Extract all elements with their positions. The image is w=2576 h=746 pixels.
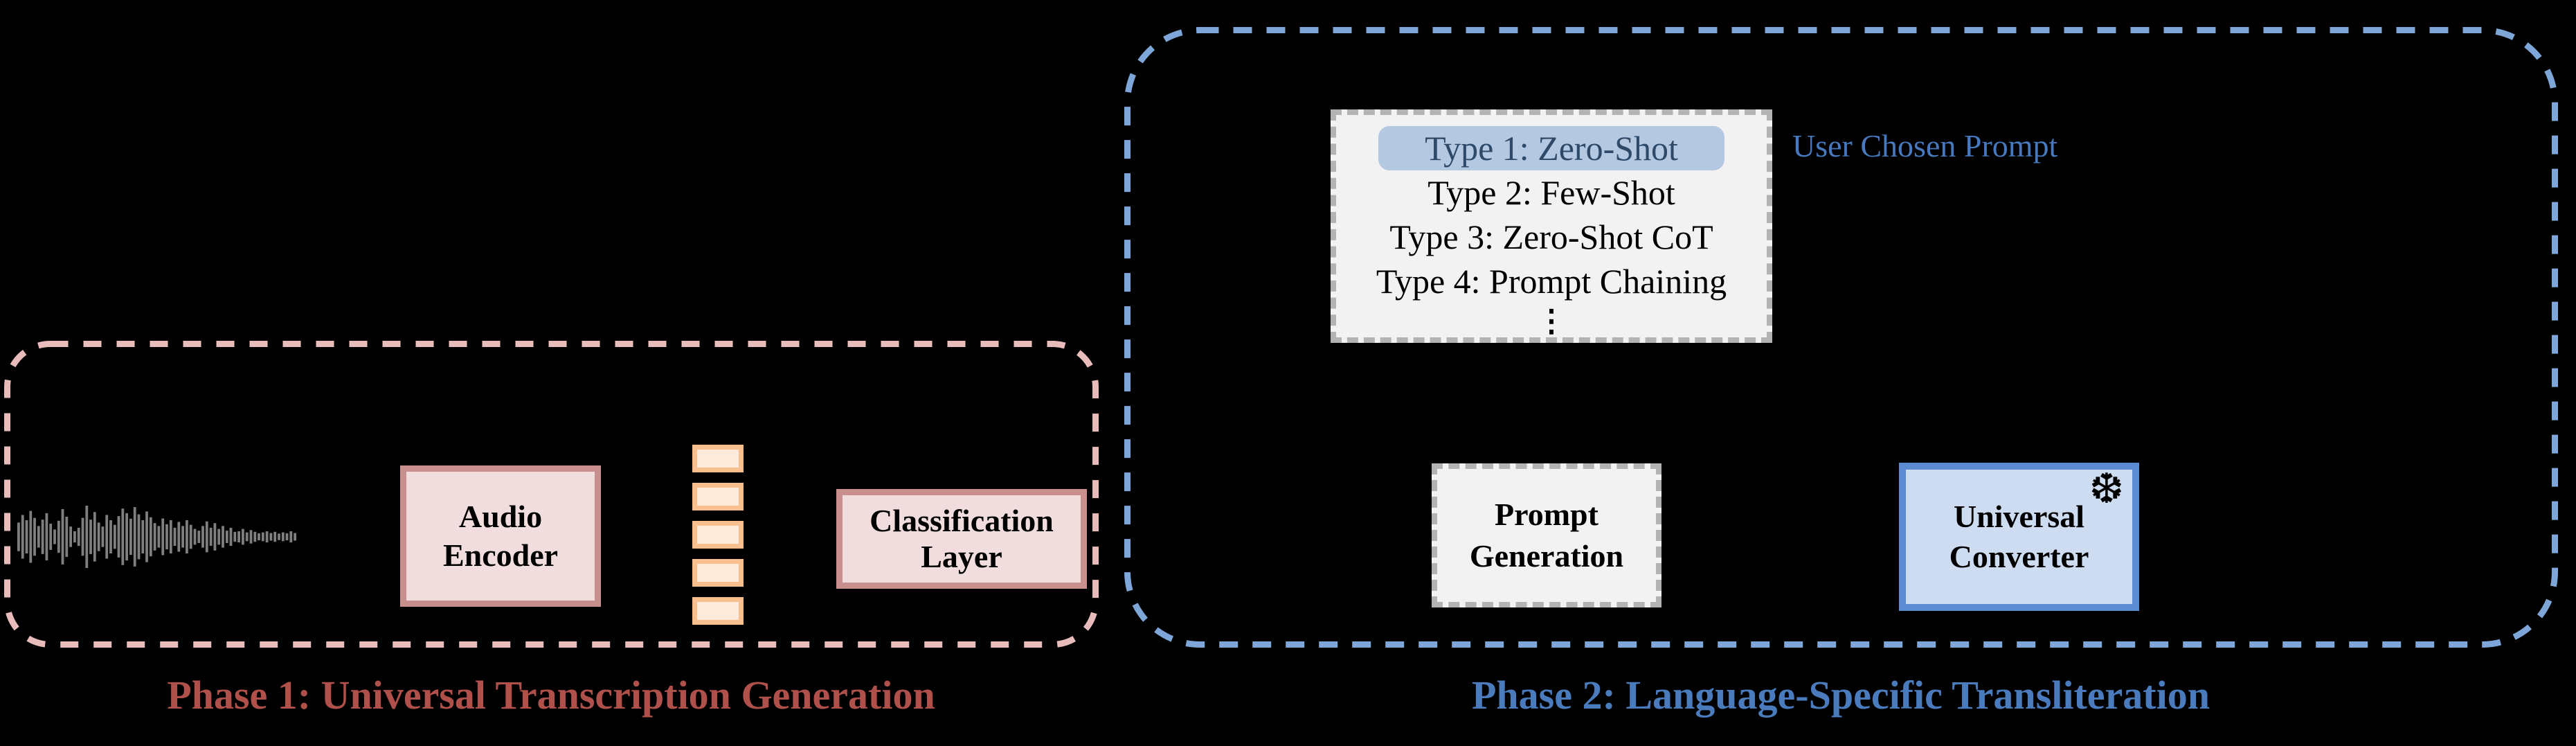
phase1-caption: Phase 1: Universal Transcription Generat… [167, 673, 935, 718]
audio-encoder-label-line2: Encoder [442, 538, 559, 573]
prompt-type-4: Type 4: Prompt Chaining [1376, 262, 1727, 301]
embedding-token-3 [692, 521, 744, 549]
audio-waveform [17, 506, 296, 568]
user-chosen-prompt-label: User Chosen Prompt [1792, 128, 2058, 163]
universal-converter-label-line1: Universal [1953, 499, 2085, 534]
snowflake-icon: ❆ [2089, 466, 2124, 512]
phase2-caption: Phase 2: Language-Specific Transliterati… [1472, 673, 2210, 718]
prompt-generation-label-line1: Prompt [1495, 497, 1598, 532]
embedding-token-1 [692, 445, 744, 472]
embedding-token-2 [692, 483, 744, 510]
prompt-type-3: Type 3: Zero-Shot CoT [1389, 217, 1713, 256]
prompt-type-selected: Type 1: Zero-Shot [1378, 126, 1724, 170]
prompt-generation-label-line2: Generation [1469, 538, 1624, 574]
prompt-type-2: Type 2: Few-Shot [1427, 173, 1675, 212]
universal-converter-box: ❆ Universal Converter [1899, 463, 2139, 611]
classification-label-line2: Layer [921, 539, 1002, 574]
audio-encoder-box: Audio Encoder [400, 465, 601, 607]
classification-layer-box: Classification Layer [836, 489, 1087, 589]
prompt-type-list: Type 1: Zero-Shot Type 2: Few-Shot Type … [1331, 109, 1772, 343]
embedding-token-4 [692, 559, 744, 587]
prompt-type-ellipsis: ⋮ [1536, 303, 1567, 338]
classification-label-line1: Classification [870, 503, 1054, 538]
audio-encoder-label-line1: Audio [458, 499, 543, 534]
universal-converter-label-line2: Converter [1949, 539, 2089, 574]
embedding-token-5 [692, 597, 744, 625]
prompt-generation-box: Prompt Generation [1432, 463, 1661, 607]
